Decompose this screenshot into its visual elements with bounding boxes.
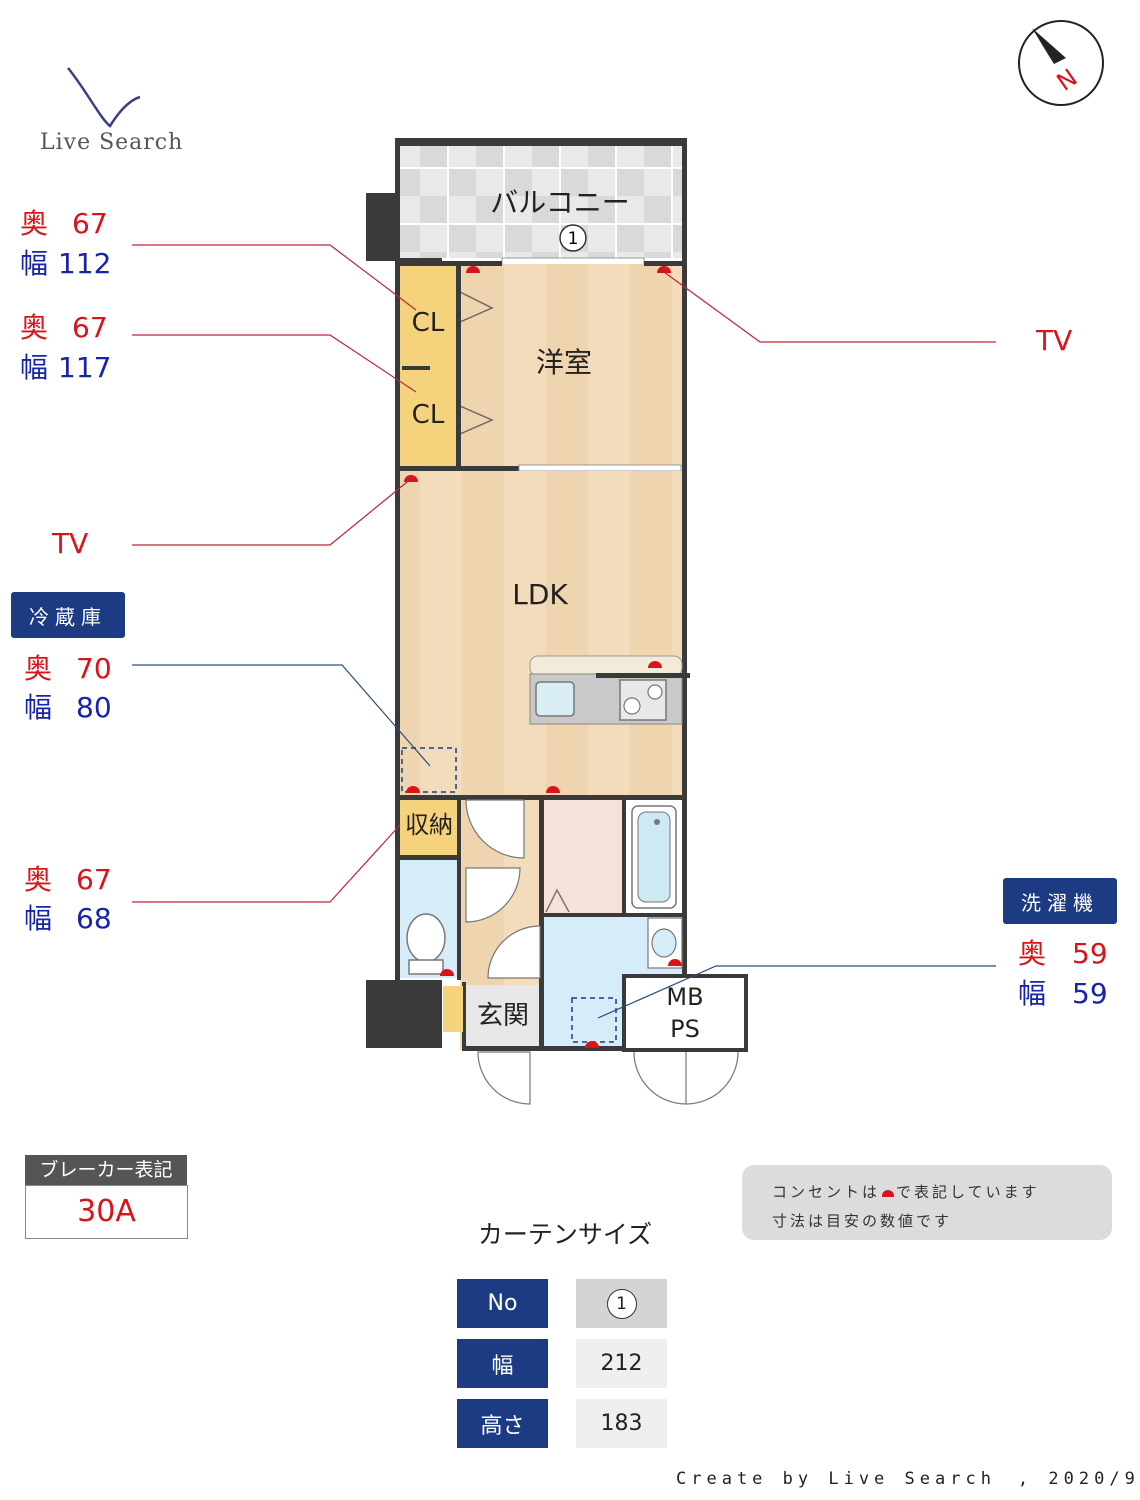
- sink-icon: [535, 681, 575, 717]
- closet-top-depth-label: 奥: [20, 207, 49, 240]
- sliding-partition: [518, 464, 682, 472]
- curtain-number-circle: 1: [606, 1288, 637, 1319]
- washer-depth-value: 59: [1072, 937, 1108, 970]
- curtain-value-width: 212: [576, 1339, 667, 1388]
- curtain-header-no: No: [457, 1279, 548, 1328]
- western-room-label: 洋室: [535, 346, 592, 379]
- fridge-depth-label: 奥: [24, 652, 53, 685]
- compass-icon: [1018, 20, 1104, 106]
- closet-label-top: CL: [411, 308, 445, 338]
- logo-text: Live Search: [40, 130, 184, 155]
- fridge-width-value: 80: [76, 691, 112, 724]
- tv-left-label: TV: [52, 527, 89, 560]
- ldk-floor: [400, 471, 682, 797]
- notes-box: コンセントはで表記しています 寸法は目安の数値です: [742, 1165, 1112, 1240]
- balcony-label: バルコニー: [490, 186, 630, 219]
- curtain-value-height: 183: [576, 1399, 667, 1448]
- storage-depth-label: 奥: [24, 863, 53, 896]
- outlets: [404, 266, 682, 1048]
- closet-label-bottom: CL: [411, 400, 445, 430]
- fridge-depth-value: 70: [76, 652, 112, 685]
- balcony-area: [398, 146, 684, 258]
- storage-area: [400, 800, 458, 856]
- washbasin-icon: [651, 928, 677, 958]
- fridge-space: [401, 747, 457, 793]
- closet-bottom-width-value: 117: [58, 351, 112, 384]
- washer-width-label: 幅: [1018, 977, 1047, 1010]
- storage-label: 収納: [405, 811, 453, 839]
- closet-bottom-depth-label: 奥: [20, 311, 49, 344]
- washer-badge: 洗濯機: [1003, 878, 1117, 924]
- balcony-window-number: 1: [567, 229, 579, 249]
- ps-label: PS: [670, 1015, 700, 1043]
- wall-block-lower: [366, 980, 442, 1048]
- storage-width-value: 68: [76, 902, 112, 935]
- fridge-badge: 冷蔵庫: [11, 592, 125, 638]
- western-room-floor: [458, 264, 682, 468]
- note-line1-after: で表記しています: [896, 1183, 1040, 1201]
- curtain-header-height: 高さ: [457, 1399, 548, 1448]
- toilet-icon: [406, 913, 446, 963]
- storage-width-label: 幅: [24, 902, 53, 935]
- breaker-value: 30A: [25, 1185, 188, 1239]
- vanity-area: [543, 800, 623, 916]
- closet-top-width-value: 112: [58, 247, 112, 280]
- closet-bottom-depth-value: 67: [72, 311, 108, 344]
- entrance-floor: [466, 985, 540, 1047]
- note-line2: 寸法は目安の数値です: [772, 1212, 953, 1230]
- fridge-width-label: 幅: [24, 691, 53, 724]
- closet-top-depth-value: 67: [72, 207, 108, 240]
- mb-ps-box: [622, 974, 748, 1052]
- washer-depth-label: 奥: [1018, 937, 1047, 970]
- top-wall: [395, 138, 687, 148]
- storage-depth-value: 67: [76, 863, 112, 896]
- closet-bottom-width-label: 幅: [20, 351, 49, 384]
- curtain-header-width: 幅: [457, 1339, 548, 1388]
- washer-width-value: 59: [1072, 977, 1108, 1010]
- entrance-label: 玄関: [476, 1001, 529, 1031]
- note-line1-before: コンセントは: [772, 1183, 881, 1201]
- breaker-label: ブレーカー表記: [25, 1155, 187, 1185]
- ldk-label: LDK: [512, 578, 568, 611]
- window-number-circle: [559, 224, 587, 252]
- tv-right-label: TV: [1036, 324, 1073, 357]
- curtain-value-no: 1: [576, 1279, 667, 1328]
- credit-text: Create by Live Search , 2020/9: [676, 1469, 1140, 1489]
- logo-swoosh-icon: [67, 67, 141, 128]
- curtain-title: カーテンサイズ: [477, 1220, 653, 1249]
- closet-top-width-label: 幅: [20, 247, 49, 280]
- mb-label: MB: [666, 983, 704, 1011]
- outlet-icon: [882, 1190, 895, 1197]
